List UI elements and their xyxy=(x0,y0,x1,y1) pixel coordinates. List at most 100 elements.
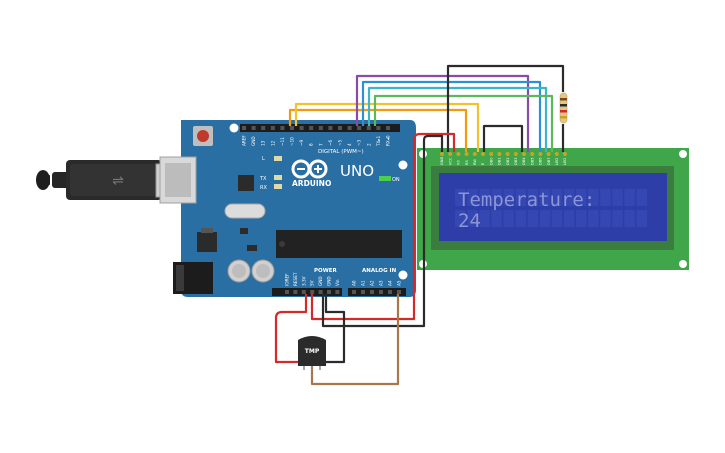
digital-pin-label: TX▸1 xyxy=(376,135,381,147)
lcd-cell xyxy=(563,189,575,206)
digital-pin-label: ~3 xyxy=(357,139,362,146)
header-pin xyxy=(328,126,333,130)
lcd-pin-label: RW xyxy=(473,159,477,165)
brand-label: ARDUINO xyxy=(292,179,331,188)
capacitor-top xyxy=(232,264,246,278)
power-pin-label: GND xyxy=(318,276,323,286)
header-pin xyxy=(280,126,285,130)
lcd-pin xyxy=(563,152,567,156)
header-pin xyxy=(327,290,331,294)
lcd-pin-label: GND xyxy=(440,157,444,165)
lcd-pin xyxy=(489,152,494,156)
analog-pin-label: A1 xyxy=(361,280,366,286)
analog-header xyxy=(348,288,406,296)
power-jack-face xyxy=(176,265,184,291)
lcd-pin-label: DB4 xyxy=(522,157,526,165)
lcd-pin-label: DB2 xyxy=(506,157,510,165)
digital-pin-holes xyxy=(242,126,390,130)
digital-pin-label: 2 xyxy=(366,143,371,146)
wire-black xyxy=(324,294,346,364)
header-pin xyxy=(270,126,275,130)
lcd-cell xyxy=(563,210,575,227)
lcd-pin-label: DB0 xyxy=(489,157,493,165)
digital-pin-label: ~9 xyxy=(299,139,304,146)
rx-led xyxy=(274,184,282,189)
lcd-cell xyxy=(624,189,635,206)
header-pin xyxy=(361,290,365,294)
header-pin xyxy=(242,126,246,130)
lcd-pin-label: DB3 xyxy=(514,157,518,165)
lcd-screen xyxy=(439,173,667,241)
power-label: POWER xyxy=(314,268,338,274)
digital-pin-label: 13 xyxy=(261,140,266,146)
header-pin xyxy=(386,126,390,130)
on-led xyxy=(379,176,391,181)
lcd-cell xyxy=(467,189,478,206)
header-pin xyxy=(370,290,374,294)
header-pin xyxy=(352,290,356,294)
analog-pin-label: A0 xyxy=(352,280,357,286)
lcd-cell xyxy=(551,210,563,227)
arduino-board: L TX RX ARDUINO UNO ON xyxy=(159,120,416,297)
usb-icon: ⇌ xyxy=(112,173,124,189)
analog-pin-label: A2 xyxy=(370,280,375,286)
digital-pin-label: AREF xyxy=(242,135,247,146)
lcd-cell xyxy=(612,210,623,227)
wire-black xyxy=(321,134,444,328)
lcd-pin-label: E xyxy=(481,162,485,165)
lcd-cell xyxy=(455,189,466,206)
power-header xyxy=(272,288,342,296)
header-pin xyxy=(301,290,306,294)
lcd-cell xyxy=(576,189,587,206)
header-pin xyxy=(347,126,352,130)
wire-orange xyxy=(288,108,468,152)
wire-purple xyxy=(355,74,530,152)
lcd-line-1: Temperature: xyxy=(458,189,595,211)
digital-pin-label: ~11 xyxy=(280,137,285,146)
lcd-pin xyxy=(497,152,502,156)
smd-component xyxy=(247,245,257,251)
lcd-cell xyxy=(503,210,514,227)
lcd-cell xyxy=(600,210,611,227)
lcd-mount-hole xyxy=(679,260,687,268)
lcd-pin xyxy=(464,152,469,156)
header-pin xyxy=(318,126,323,130)
usb-cable: ⇌ xyxy=(36,160,179,200)
header-pin xyxy=(376,126,381,130)
mount-hole xyxy=(229,123,239,133)
lcd-cell xyxy=(479,210,490,227)
header-pin xyxy=(285,290,289,294)
lcd-character-cells xyxy=(455,189,647,227)
cable-ferrite xyxy=(52,172,70,188)
lcd-cell xyxy=(588,210,599,227)
power-pin-label: GND xyxy=(327,276,332,286)
lcd-cell xyxy=(624,210,635,227)
analog-pin-label: A5 xyxy=(397,280,402,286)
lcd-pin xyxy=(522,152,526,156)
lcd-line-2: 24 xyxy=(458,210,481,232)
tx-led-label: TX xyxy=(259,176,267,182)
lcd-cell xyxy=(588,189,599,206)
resistor xyxy=(559,92,568,124)
lcd-cell xyxy=(539,189,551,206)
lcd-pin xyxy=(448,152,453,156)
lcd-cell xyxy=(600,189,611,206)
lcd-cell xyxy=(551,189,563,206)
wire-red xyxy=(310,132,456,321)
lcd-pin xyxy=(481,152,485,156)
usb-port-inner xyxy=(165,163,191,197)
analog-label: ANALOG IN xyxy=(362,268,397,274)
header-pin xyxy=(299,126,304,130)
lcd-pin-label: DB5 xyxy=(530,157,534,165)
lcd-cell xyxy=(515,210,526,227)
lcd-pin-label: VCC xyxy=(448,157,452,165)
tx-led xyxy=(274,175,282,180)
header-pin xyxy=(338,126,342,130)
reset-button[interactable] xyxy=(197,130,209,142)
sensor-label: TMP xyxy=(305,348,320,355)
rx-led-label: RX xyxy=(260,185,267,191)
wire-brown xyxy=(310,294,400,386)
lcd-pin-holes xyxy=(440,152,567,156)
